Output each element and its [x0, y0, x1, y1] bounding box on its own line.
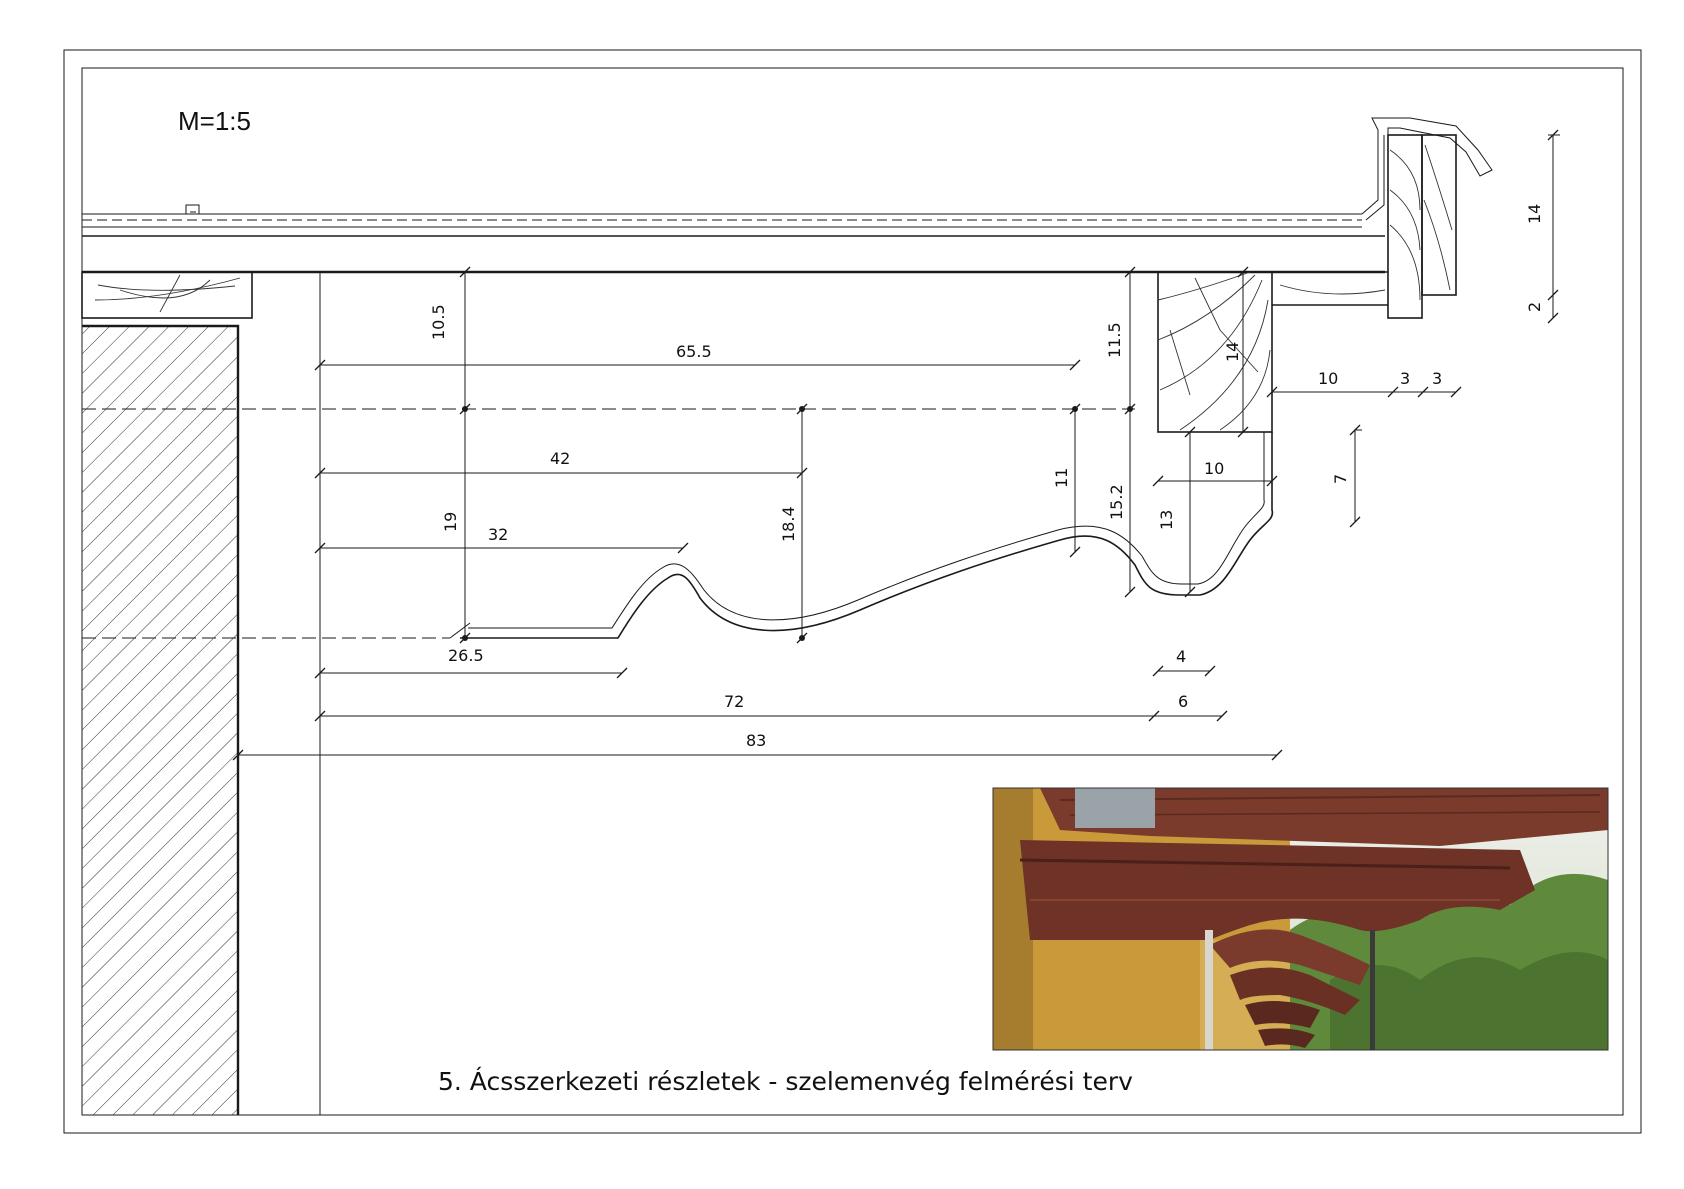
dimension-labels: 10.5 65.5 11.5 14 10 3 3 14 2 42 11 15.2…: [429, 204, 1544, 750]
dim-18-4: 18.4: [779, 506, 798, 542]
dim-13: 13: [1157, 510, 1176, 530]
purlin-beam: [81, 270, 1385, 319]
dim-65-5: 65.5: [676, 342, 712, 361]
dim-11: 11: [1052, 468, 1071, 488]
fascia-board: [1361, 117, 1493, 319]
dim-10-mid: 10: [1204, 459, 1224, 478]
dim-10-right: 10: [1318, 369, 1338, 388]
rafter-end-photo: [992, 787, 1609, 1051]
dim-32: 32: [488, 525, 508, 544]
dim-2: 2: [1525, 302, 1544, 312]
dimensions: [232, 129, 1560, 761]
dim-10-5: 10.5: [429, 304, 448, 340]
dim-7: 7: [1331, 474, 1350, 484]
scale-label: M=1:5: [178, 106, 251, 136]
dim-6: 6: [1178, 692, 1188, 711]
dim-14-top: 14: [1525, 204, 1544, 224]
outer-frame: [63, 49, 1642, 1134]
roof-boards: [82, 204, 1385, 237]
dim-11-5: 11.5: [1105, 322, 1124, 358]
dim-42: 42: [550, 449, 570, 468]
dim-26-5: 26.5: [448, 646, 484, 665]
dim-3a: 3: [1400, 369, 1410, 388]
dim-83: 83: [746, 731, 766, 750]
rafter-profile: [449, 432, 1274, 639]
drawing-caption: 5. Ácsszerkezeti részletek - szelemenvég…: [438, 1067, 1133, 1096]
dim-19: 19: [441, 512, 460, 532]
masonry-wall: [82, 324, 240, 1115]
dim-15-2: 15.2: [1107, 484, 1126, 520]
dim-4: 4: [1176, 647, 1186, 666]
dim-14-block: 14: [1223, 342, 1242, 362]
beam-end-section: [1157, 271, 1388, 433]
dim-3b: 3: [1432, 369, 1442, 388]
dim-72: 72: [724, 692, 744, 711]
